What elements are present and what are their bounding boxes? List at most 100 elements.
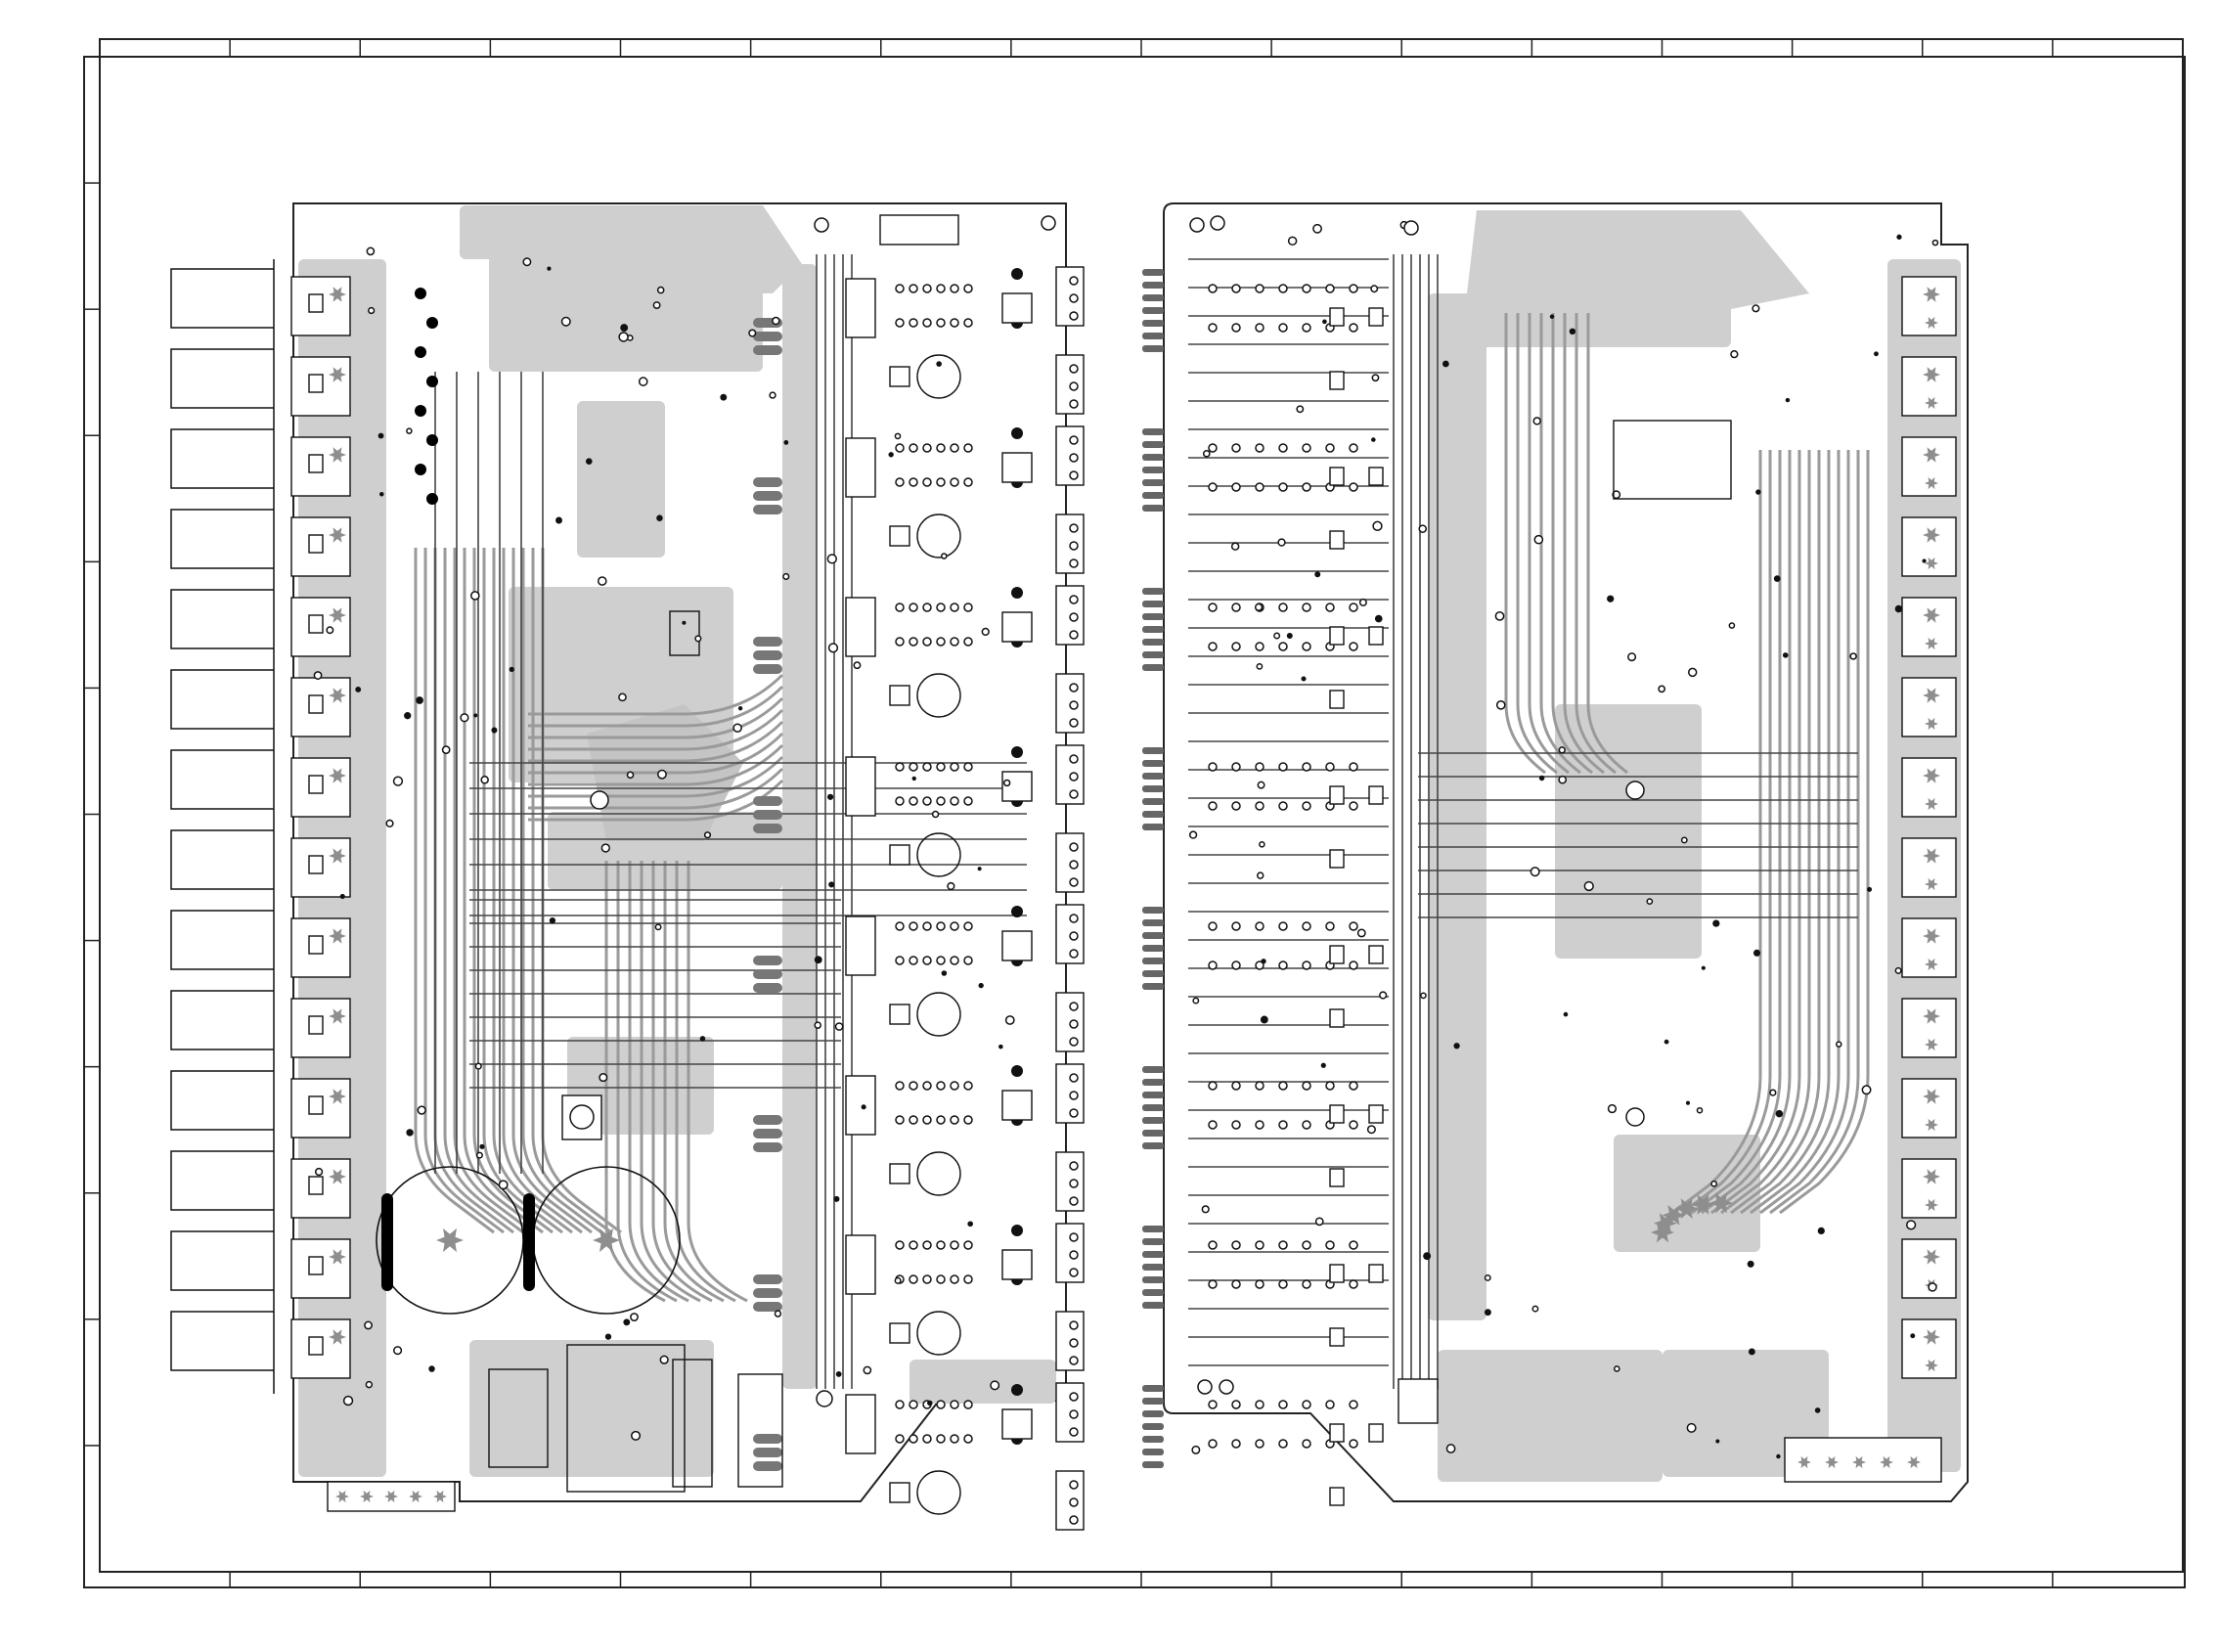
coil-winding bbox=[753, 1274, 782, 1284]
edge-pad bbox=[1142, 983, 1164, 990]
via bbox=[896, 478, 904, 486]
coil-winding bbox=[753, 332, 782, 341]
via bbox=[705, 832, 711, 838]
pad bbox=[1686, 1101, 1690, 1105]
left-pcb-board bbox=[171, 203, 1084, 1530]
via bbox=[1687, 1424, 1695, 1432]
via bbox=[1232, 1280, 1240, 1288]
via bbox=[1209, 643, 1217, 650]
via bbox=[1070, 790, 1078, 798]
pad bbox=[978, 867, 982, 871]
edge-pad bbox=[1142, 824, 1164, 830]
via bbox=[1907, 1221, 1916, 1229]
pad bbox=[1287, 633, 1293, 639]
via bbox=[937, 797, 945, 805]
pad bbox=[1314, 571, 1320, 577]
capacitor-pad bbox=[1011, 1384, 1023, 1396]
via bbox=[369, 308, 375, 314]
via bbox=[1256, 922, 1264, 930]
via bbox=[1279, 285, 1287, 292]
edge-pad bbox=[1142, 454, 1164, 461]
via bbox=[1070, 1233, 1078, 1241]
via bbox=[1289, 237, 1297, 245]
edge-pad bbox=[1142, 639, 1164, 646]
smd-part bbox=[1369, 786, 1383, 804]
via bbox=[1279, 603, 1287, 611]
coil-winding bbox=[753, 345, 782, 355]
via bbox=[1350, 324, 1357, 332]
via bbox=[1070, 294, 1078, 302]
via bbox=[1202, 1206, 1209, 1213]
via bbox=[923, 603, 931, 611]
pad bbox=[738, 706, 742, 710]
electrolytic-cap bbox=[426, 434, 438, 446]
pad bbox=[1774, 575, 1781, 582]
via bbox=[991, 1381, 998, 1389]
pad bbox=[1867, 887, 1872, 892]
via bbox=[1209, 961, 1217, 969]
via bbox=[461, 714, 468, 722]
via bbox=[1070, 1393, 1078, 1401]
pad bbox=[555, 517, 562, 524]
edge-pad bbox=[1142, 919, 1164, 926]
pad bbox=[888, 452, 893, 457]
pad bbox=[656, 514, 663, 521]
via bbox=[1209, 1280, 1217, 1288]
via bbox=[937, 478, 945, 486]
relay-block bbox=[846, 916, 875, 975]
capacitor-pad bbox=[1011, 1225, 1023, 1236]
via bbox=[1070, 1410, 1078, 1418]
via bbox=[1232, 543, 1239, 550]
via bbox=[964, 285, 972, 292]
via bbox=[909, 638, 917, 646]
via bbox=[1497, 701, 1505, 709]
via bbox=[964, 1241, 972, 1249]
pad bbox=[1321, 1063, 1326, 1068]
via bbox=[1350, 643, 1357, 650]
via bbox=[1532, 1306, 1537, 1311]
via bbox=[562, 318, 571, 327]
via bbox=[1256, 763, 1264, 771]
via bbox=[1232, 1401, 1240, 1408]
via bbox=[655, 924, 660, 929]
pad bbox=[827, 794, 833, 800]
edge-pad bbox=[1142, 1302, 1164, 1309]
pad bbox=[379, 492, 384, 497]
via bbox=[896, 922, 904, 930]
via bbox=[471, 592, 479, 600]
via bbox=[1209, 285, 1217, 292]
edge-pad bbox=[1142, 664, 1164, 671]
via bbox=[909, 1435, 917, 1443]
via bbox=[1303, 802, 1310, 810]
edge-pad bbox=[1142, 1251, 1164, 1258]
via bbox=[1350, 763, 1357, 771]
via bbox=[1070, 400, 1078, 408]
via bbox=[1350, 961, 1357, 969]
via bbox=[951, 1401, 958, 1408]
pad bbox=[1261, 1016, 1268, 1024]
smd-part bbox=[1330, 372, 1344, 389]
coil-winding bbox=[753, 983, 782, 993]
via bbox=[909, 285, 917, 292]
capacitor-band bbox=[381, 1193, 393, 1291]
via bbox=[896, 285, 904, 292]
via bbox=[394, 777, 403, 785]
via bbox=[896, 1241, 904, 1249]
via bbox=[1278, 539, 1285, 546]
mounting-hole bbox=[1626, 781, 1644, 799]
via bbox=[1303, 285, 1310, 292]
coil-winding bbox=[753, 810, 782, 820]
via bbox=[1326, 763, 1334, 771]
capacitor-pad bbox=[1011, 268, 1023, 280]
via bbox=[1303, 1440, 1310, 1448]
via bbox=[1419, 525, 1426, 532]
relay-block bbox=[846, 598, 875, 656]
via bbox=[1232, 1440, 1240, 1448]
via bbox=[749, 330, 756, 336]
via bbox=[1350, 922, 1357, 930]
via bbox=[1303, 603, 1310, 611]
pad bbox=[620, 324, 628, 332]
via bbox=[1929, 1283, 1936, 1291]
via bbox=[1256, 1440, 1264, 1448]
via bbox=[1350, 1280, 1357, 1288]
